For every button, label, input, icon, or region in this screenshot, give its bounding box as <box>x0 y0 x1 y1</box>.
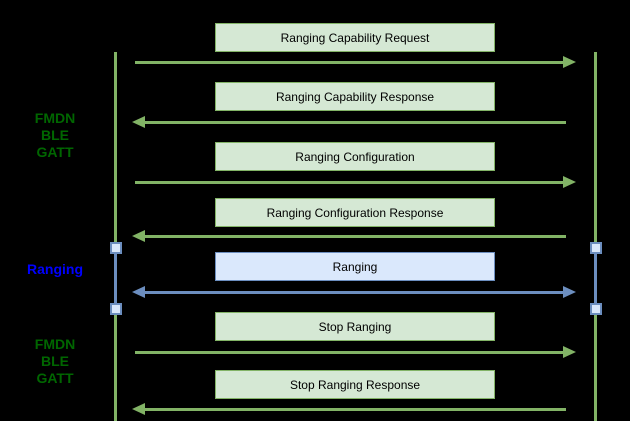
arrow-line <box>142 408 566 411</box>
arrow-ranging-configuration-response <box>132 230 566 242</box>
arrowhead-right-icon <box>563 286 576 298</box>
arrowhead-left-icon <box>132 116 145 128</box>
arrow-ranging-capability-request <box>135 56 576 68</box>
arrowhead-left-icon <box>132 403 145 415</box>
message-label: Ranging Configuration Response <box>266 205 444 220</box>
message-box-stop-ranging: Stop Ranging <box>215 312 495 341</box>
arrow-line <box>135 351 566 354</box>
arrow-line <box>135 181 566 184</box>
arrowhead-right-icon <box>563 346 576 358</box>
activation-marker-right-end <box>590 303 602 315</box>
message-box-ranging-configuration-response: Ranging Configuration Response <box>215 198 495 227</box>
arrow-line <box>142 121 566 124</box>
message-box-ranging-capability-request: Ranging Capability Request <box>215 23 495 52</box>
lifeline-left-ranging-segment <box>114 248 117 308</box>
message-box-ranging-capability-response: Ranging Capability Response <box>215 82 495 111</box>
section-label-ranging: Ranging <box>27 261 83 277</box>
arrow-stop-ranging <box>135 346 576 358</box>
section-label-fmdn-ble-gatt-bottom: FMDN BLE GATT <box>34 336 76 386</box>
message-label: Ranging Capability Response <box>275 89 435 104</box>
arrow-ranging-bidirectional <box>132 286 576 298</box>
activation-marker-right-start <box>590 242 602 254</box>
arrow-line <box>142 235 566 238</box>
message-label: Ranging Capability Request <box>280 30 430 45</box>
arrowhead-left-icon <box>132 230 145 242</box>
arrowhead-left-icon <box>132 286 145 298</box>
message-box-ranging-configuration: Ranging Configuration <box>215 142 495 171</box>
message-label: Stop Ranging <box>318 319 392 334</box>
arrow-line <box>135 61 566 64</box>
arrow-stop-ranging-response <box>132 403 566 415</box>
arrowhead-right-icon <box>563 56 576 68</box>
message-label: Ranging Configuration <box>295 149 415 164</box>
arrow-line <box>142 291 566 294</box>
message-box-stop-ranging-response: Stop Ranging Response <box>215 370 495 399</box>
lifeline-right <box>594 52 597 421</box>
arrow-ranging-capability-response <box>132 116 566 128</box>
activation-marker-left-end <box>110 303 122 315</box>
arrow-ranging-configuration <box>135 176 576 188</box>
message-label: Ranging <box>332 259 378 274</box>
activation-marker-left-start <box>110 242 122 254</box>
section-label-fmdn-ble-gatt-top: FMDN BLE GATT <box>34 110 76 160</box>
lifeline-left <box>114 52 117 421</box>
message-label: Stop Ranging Response <box>289 377 421 392</box>
message-box-ranging: Ranging <box>215 252 495 281</box>
arrowhead-right-icon <box>563 176 576 188</box>
lifeline-right-ranging-segment <box>594 248 597 308</box>
